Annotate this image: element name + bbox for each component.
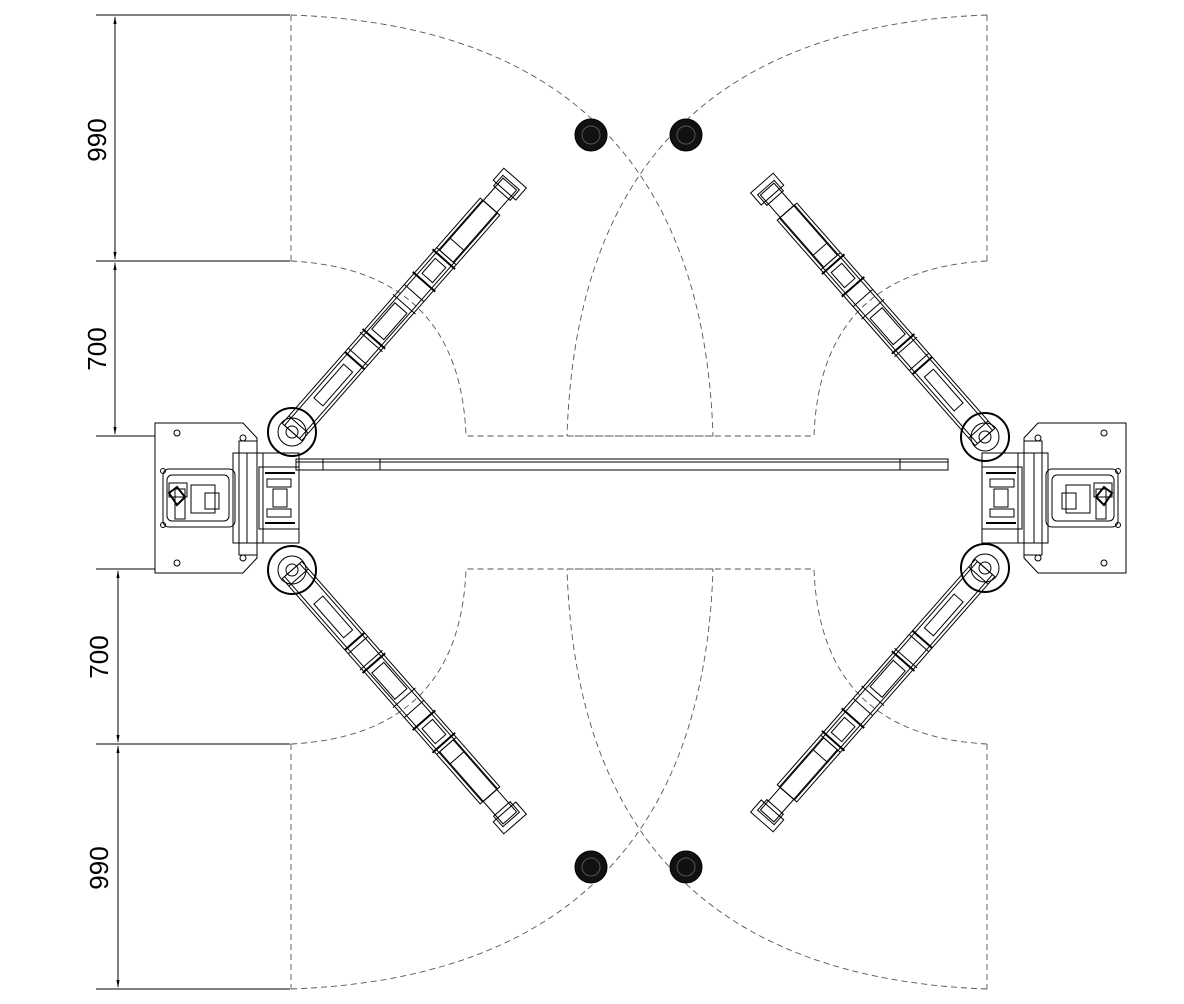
arm-swing-envelope	[290, 14, 988, 990]
lift-arm-top-right[interactable]	[749, 172, 998, 448]
cross-beam	[295, 458, 949, 471]
dimension-bottom-700: 700	[84, 635, 114, 678]
dimension-lines	[96, 14, 290, 990]
dimension-bottom-990: 990	[84, 846, 114, 889]
dimension-top-700: 700	[82, 327, 112, 370]
lift-arm-bottom-left[interactable]	[279, 559, 528, 835]
arm-pivot-icon	[267, 407, 1010, 595]
lift-post-right	[981, 422, 1127, 574]
lift-arm-bottom-right[interactable]	[749, 557, 998, 833]
lift-pad-icon	[574, 118, 703, 884]
lift-arm-top-left[interactable]	[279, 167, 528, 443]
dimension-top-990: 990	[82, 118, 112, 161]
